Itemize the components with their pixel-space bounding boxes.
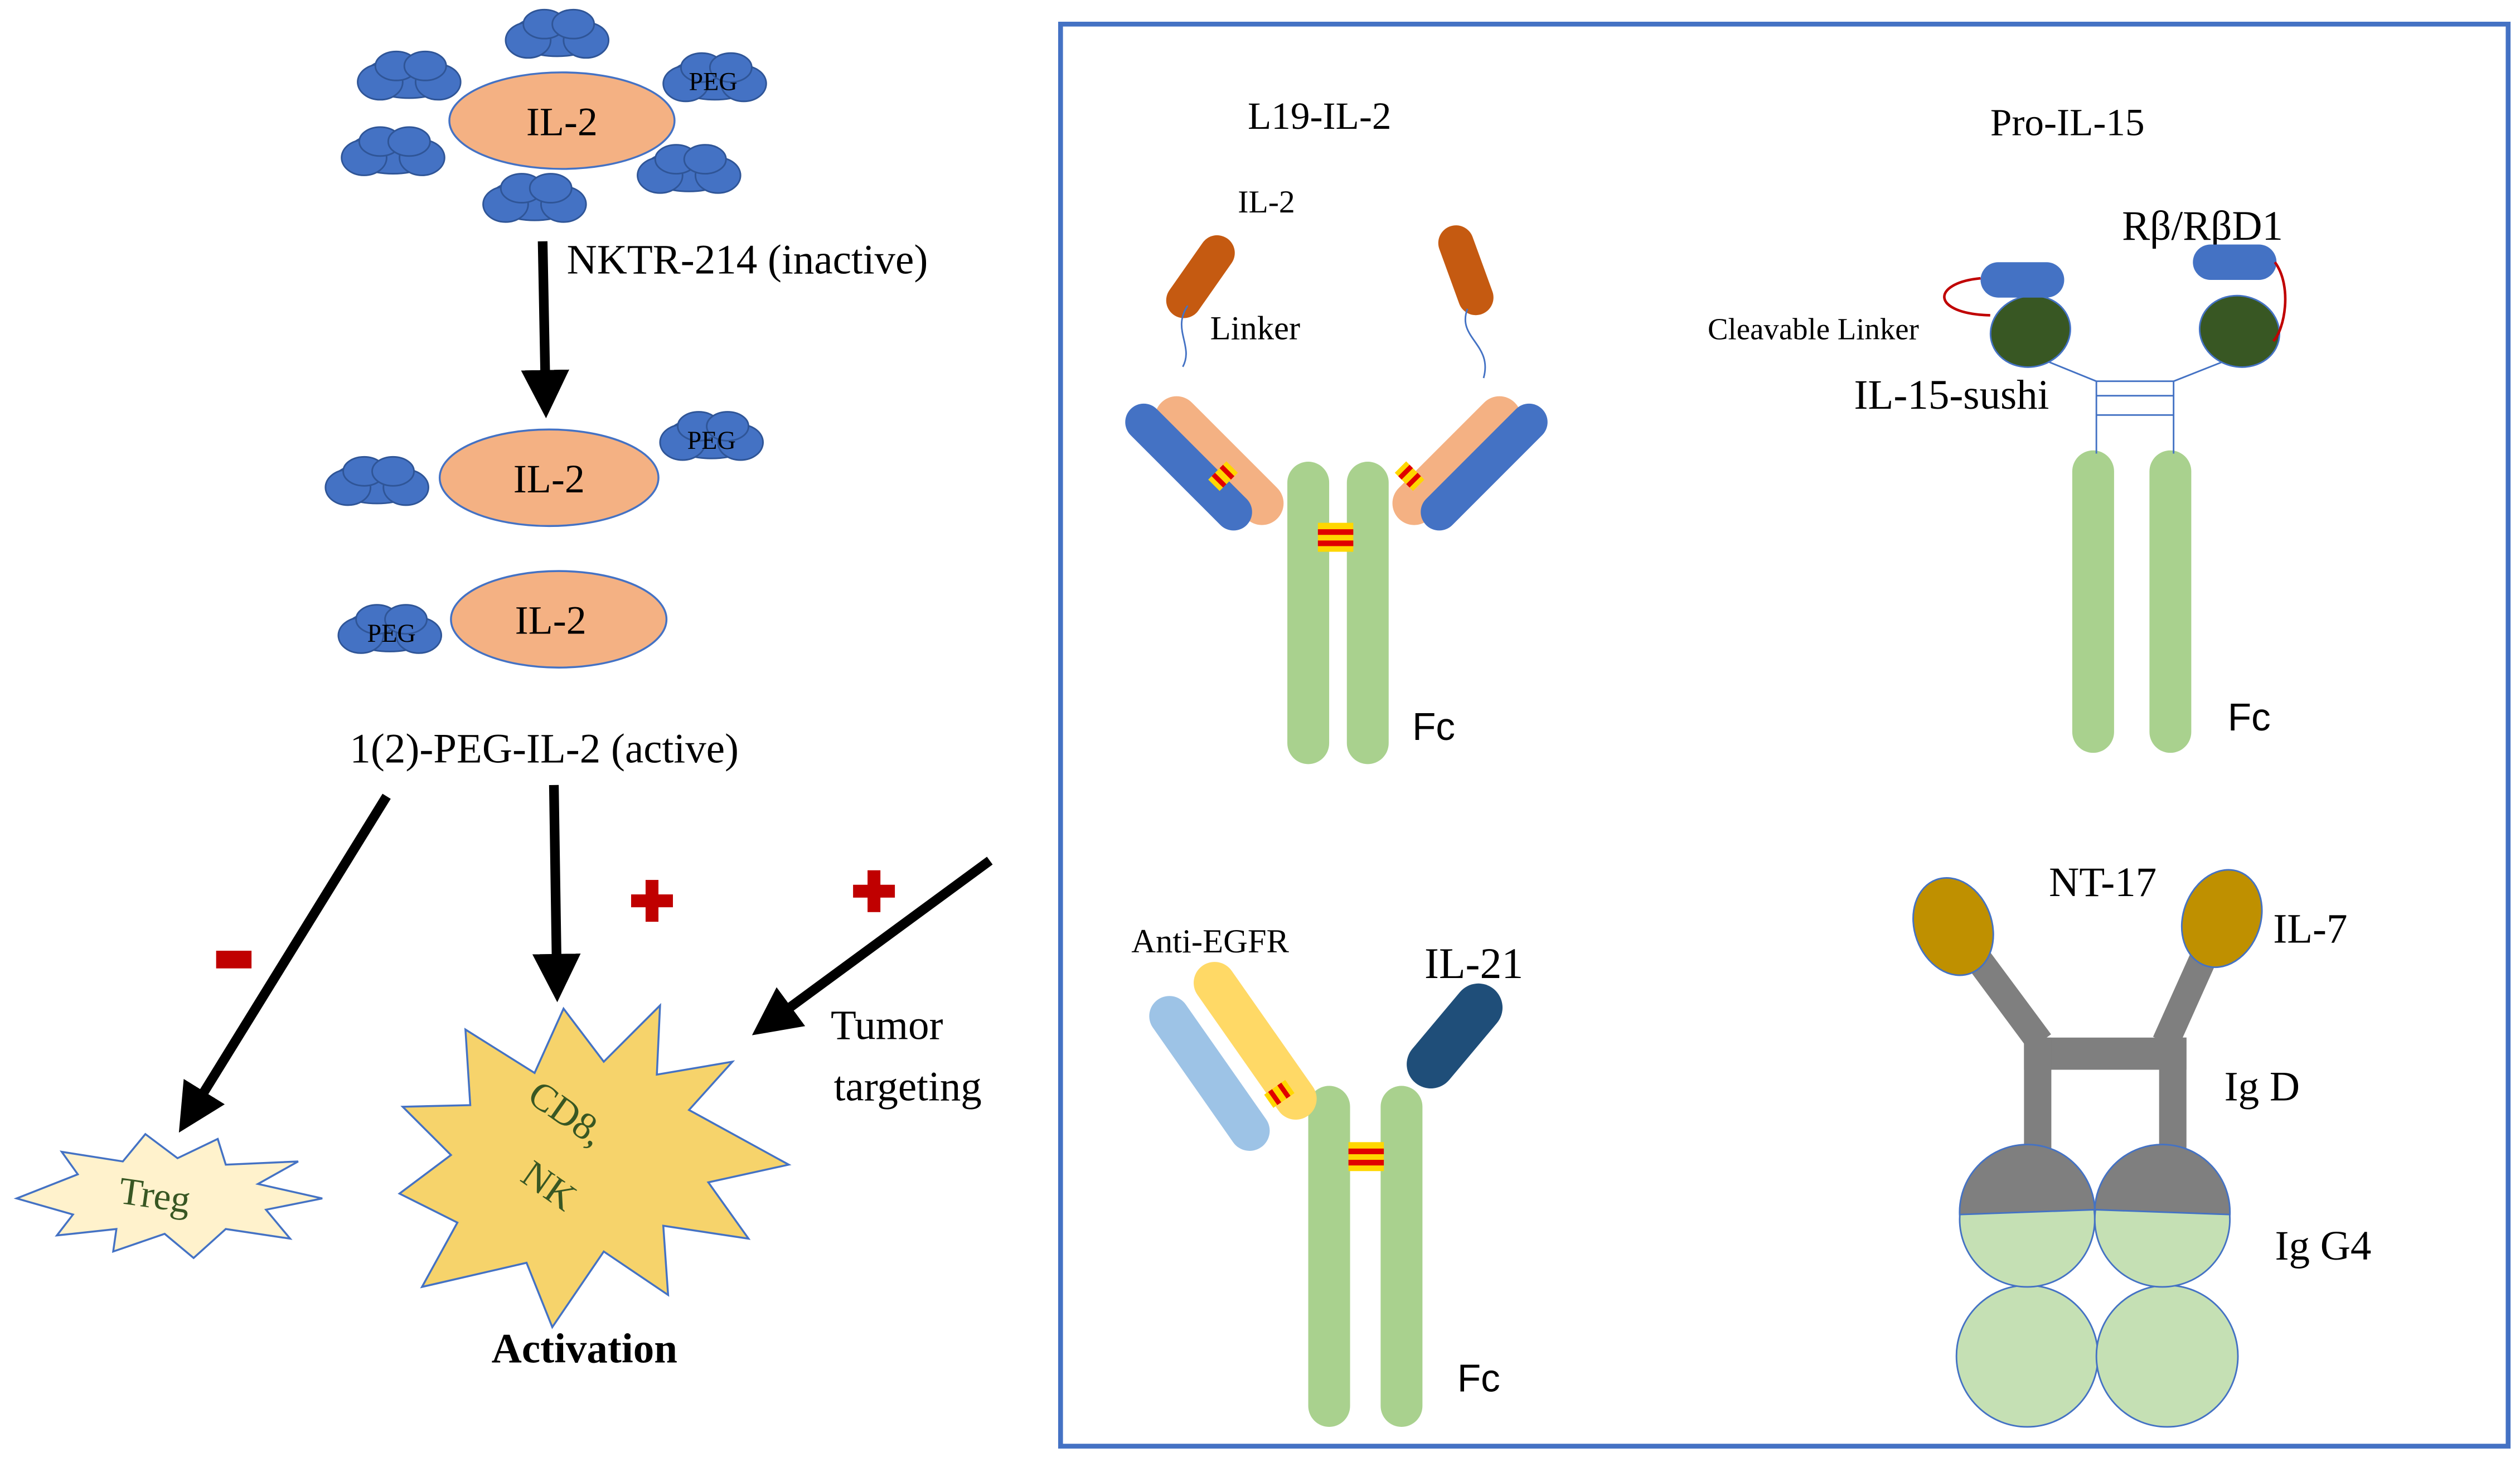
fc-chain xyxy=(2149,450,2192,753)
igd-cap xyxy=(1959,1144,2096,1216)
il21-label: IL-21 xyxy=(1424,940,1523,988)
tumor-label-1: Tumor xyxy=(831,1003,943,1049)
igg4-domain xyxy=(1955,1284,2099,1428)
l19-title: L19-IL-2 xyxy=(1248,94,1392,137)
il7-domain xyxy=(2180,869,2263,969)
nt17-title: NT-17 xyxy=(2049,859,2156,906)
il21-domain xyxy=(1407,983,1503,1089)
peg-label: PEG xyxy=(367,619,416,647)
il2-label: IL-2 xyxy=(515,598,587,643)
fc-chain xyxy=(1346,461,1389,764)
il2-domain xyxy=(1438,225,1494,316)
fc-chain xyxy=(1287,461,1330,764)
heavy-chain-arm xyxy=(1392,396,1521,525)
anti-egfr-heavy xyxy=(1194,962,1317,1120)
fc-label: Fc xyxy=(2228,695,2271,739)
fc-chain xyxy=(1308,1086,1350,1427)
receptor-label: Rβ/RβD1 xyxy=(2122,203,2283,249)
light-chain xyxy=(1125,403,1252,531)
il2-core xyxy=(450,570,668,669)
tumor-label-2: targeting xyxy=(834,1063,982,1110)
rbeta-domain xyxy=(2193,244,2277,280)
hinge-lines xyxy=(2036,356,2235,454)
igd-cap xyxy=(2093,1144,2231,1216)
egfr-il21-construct: Anti-EGFR IL-21 Fc xyxy=(1131,923,1523,1427)
fc-chain xyxy=(1380,1086,1423,1427)
il7-label: IL-7 xyxy=(2273,906,2347,952)
hinge-arm xyxy=(2153,943,2220,1048)
treg-arrow xyxy=(178,793,391,1133)
il2-domain xyxy=(1166,235,1235,318)
peg-label: PEG xyxy=(689,67,738,96)
il15-sushi-domain xyxy=(1989,294,2071,368)
disulfide-bond xyxy=(1348,1142,1384,1172)
il2-label: IL-2 xyxy=(513,457,585,501)
peg-label: PEG xyxy=(687,426,736,454)
pro-il15-construct: Pro-IL-15 Rβ/RβD1 Cleavable Linker IL-15… xyxy=(1708,100,2287,753)
il2-core xyxy=(448,71,676,170)
peg-cloud xyxy=(341,126,445,176)
nktr-214-molecule: IL-2 PEG xyxy=(341,8,767,223)
peg-il2-a: IL-2 PEG xyxy=(324,411,764,527)
anti-egfr-label: Anti-EGFR xyxy=(1131,923,1289,960)
fc-label: Fc xyxy=(1412,705,1455,748)
fc-chain xyxy=(2072,450,2114,753)
heavy-chain-arm xyxy=(1155,396,1284,525)
anti-egfr-light xyxy=(1149,996,1270,1151)
igg4-label: Ig G4 xyxy=(2275,1223,2372,1269)
disulfide-bond xyxy=(1317,522,1354,552)
il2-label: IL-2 xyxy=(526,99,598,144)
il15-sushi-domain xyxy=(2198,294,2280,368)
tumor-arrow xyxy=(752,856,993,1035)
plus-sign xyxy=(631,880,673,922)
peg-cloud xyxy=(505,8,610,59)
peg-cloud xyxy=(482,173,587,223)
activation-label: Activation xyxy=(492,1326,677,1372)
igg4-domain xyxy=(2095,1284,2239,1428)
il2-core xyxy=(438,428,660,527)
active-label: 1(2)-PEG-IL-2 (active) xyxy=(350,725,739,772)
linker-label: Linker xyxy=(1210,310,1300,347)
fc-label: Fc xyxy=(1457,1356,1500,1400)
cleavable-linker-line xyxy=(1943,277,1990,317)
linker-line xyxy=(1180,305,1189,367)
rbeta-domain xyxy=(1980,262,2065,298)
l19-il2-construct: L19-IL-2 IL-2 Linker Fc xyxy=(1125,94,1548,764)
right-panel-border xyxy=(1058,21,2511,1449)
il2-label: IL-2 xyxy=(1238,185,1295,220)
peg-cloud xyxy=(357,50,462,101)
cleavable-linker-line xyxy=(2272,261,2287,342)
nktr-label: NKTR-214 (inactive) xyxy=(567,236,928,283)
cleavable-linker-label: Cleavable Linker xyxy=(1708,312,1919,346)
conversion-arrow xyxy=(521,241,570,419)
treg-label: Treg xyxy=(117,1169,193,1221)
pro-il15-title: Pro-IL-15 xyxy=(1990,100,2145,143)
peg-il2-b: IL-2 PEG xyxy=(337,570,668,669)
il7-domain xyxy=(1912,877,1994,976)
light-chain xyxy=(1421,403,1548,531)
treg-cell xyxy=(13,1132,323,1260)
cd8-nk-cell xyxy=(398,1003,792,1329)
nt17-construct: NT-17 IL-7 Ig D Ig G4 xyxy=(1912,859,2372,1428)
activation-arrow xyxy=(532,785,581,1003)
linker-line xyxy=(1464,308,1486,379)
minus-sign xyxy=(216,951,252,969)
il15-sushi-label: IL-15-sushi xyxy=(1854,372,2049,418)
peg-cloud xyxy=(637,144,742,194)
igd-label: Ig D xyxy=(2225,1063,2300,1110)
plus-sign xyxy=(853,870,895,912)
peg-cloud xyxy=(324,456,429,506)
